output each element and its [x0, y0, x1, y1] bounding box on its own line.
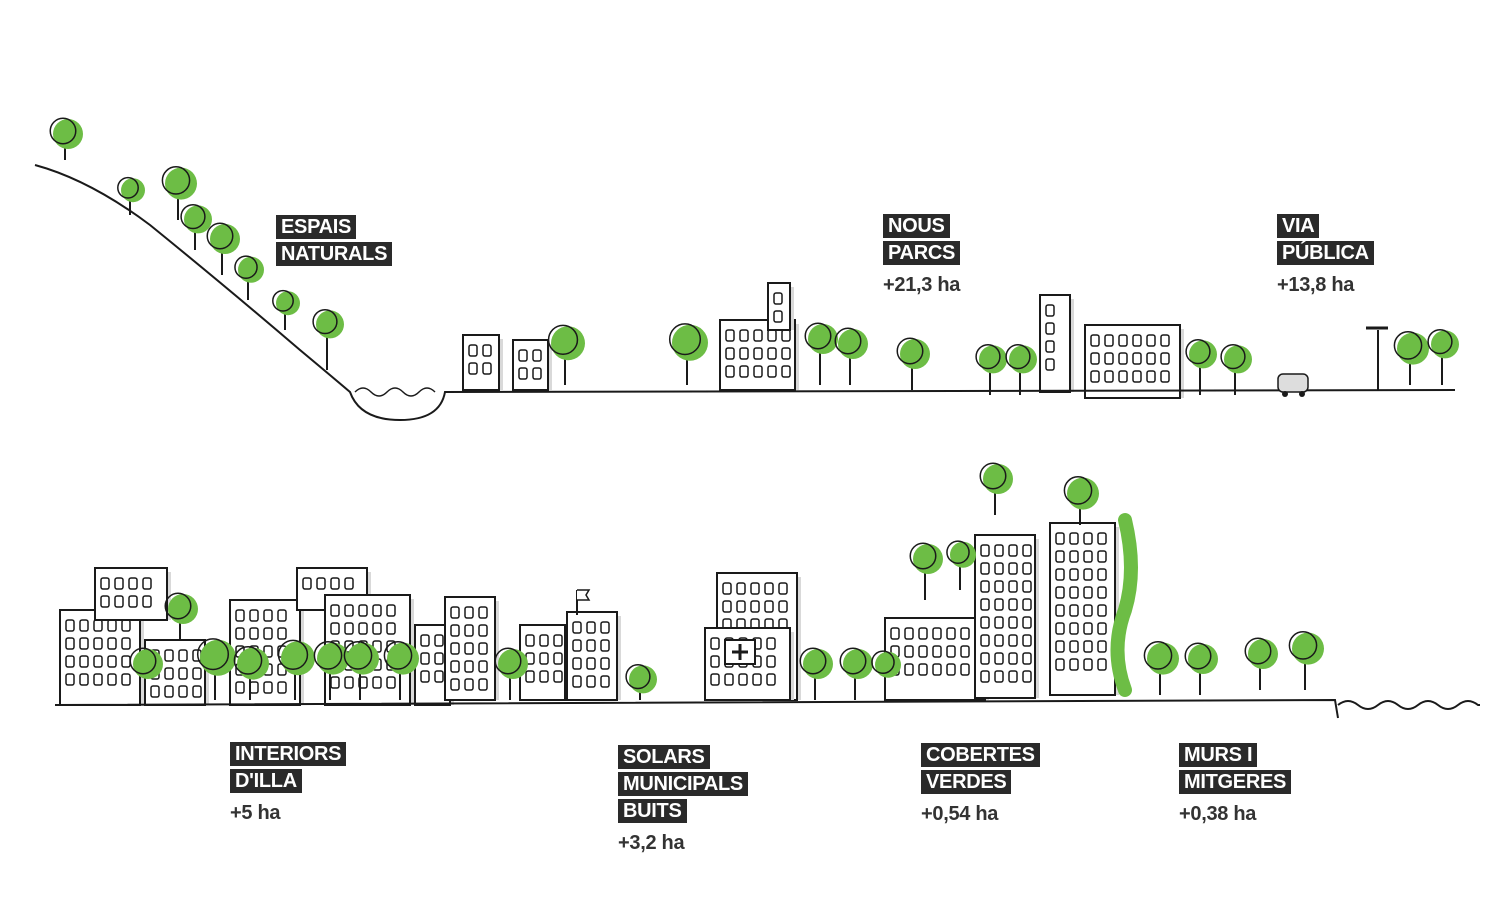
tree — [1184, 642, 1218, 695]
building — [512, 339, 552, 391]
tree — [839, 647, 873, 700]
tree — [206, 222, 240, 275]
tree — [946, 540, 976, 590]
car-icon — [1277, 373, 1309, 397]
building — [566, 611, 621, 701]
label-line: PÚBLICA — [1277, 241, 1374, 265]
medical-cross-icon — [724, 639, 756, 665]
building — [719, 319, 799, 391]
tree — [272, 289, 300, 330]
tree — [799, 647, 833, 700]
tree — [313, 641, 349, 700]
tree — [312, 308, 344, 370]
tree — [979, 462, 1013, 515]
label-line: ESPAIS — [276, 215, 357, 239]
tree — [164, 592, 198, 640]
tree — [1143, 641, 1179, 695]
label-interiors-illa: INTERIORS D'ILLA +5 ha — [230, 742, 347, 825]
label-line: D'ILLA — [230, 769, 302, 793]
building — [1049, 522, 1119, 696]
label-cobertes-verdes: COBERTES VERDES +0,54 ha — [921, 743, 1040, 826]
label-line: BUITS — [618, 799, 687, 823]
tree — [196, 638, 236, 700]
street-lamp-icon — [1366, 326, 1388, 390]
building — [974, 534, 1039, 699]
area-value: +0,38 ha — [1179, 803, 1257, 825]
building — [1039, 294, 1074, 393]
tree — [975, 343, 1007, 395]
trees — [49, 117, 1459, 700]
label-line: PARCS — [883, 241, 961, 265]
tree — [668, 323, 708, 385]
flag-icon — [576, 589, 591, 615]
tree — [1005, 343, 1037, 395]
label-via-publica: VIA PÚBLICA +13,8 ha — [1277, 214, 1374, 297]
tree — [234, 255, 264, 300]
building — [94, 567, 171, 621]
tree — [834, 327, 868, 385]
label-line: NOUS — [883, 214, 950, 238]
label-murs-mitgeres: MURS I MITGERES +0,38 ha — [1179, 743, 1292, 826]
green-wall-vine — [1110, 513, 1138, 697]
label-espais-naturals: ESPAIS NATURALS — [276, 215, 393, 266]
area-value: +5 ha — [230, 802, 281, 824]
building — [767, 282, 794, 331]
label-line: VIA — [1277, 214, 1320, 238]
tree — [896, 337, 930, 390]
tree — [909, 542, 943, 600]
tree — [117, 176, 145, 215]
tree — [871, 650, 901, 700]
buildings — [59, 282, 1184, 706]
label-line: MUNICIPALS — [618, 772, 748, 796]
building — [462, 334, 503, 391]
tree — [494, 647, 528, 700]
tree — [233, 646, 269, 700]
tree — [547, 324, 585, 385]
building — [1084, 324, 1184, 399]
label-solars-municipals: SOLARS MUNICIPALS BUITS +3,2 ha — [618, 745, 748, 855]
tree — [804, 322, 838, 385]
area-value: +3,2 ha — [618, 832, 685, 854]
label-line: NATURALS — [276, 242, 393, 266]
tree — [625, 663, 657, 700]
tree — [343, 641, 379, 700]
tree — [161, 166, 197, 220]
pond-waves — [354, 387, 436, 397]
tree — [277, 639, 315, 700]
area-value: +0,54 ha — [921, 803, 999, 825]
hillside-ground-line — [34, 164, 1456, 422]
tree — [49, 117, 83, 160]
label-line: MITGERES — [1179, 770, 1292, 794]
label-line: SOLARS — [618, 745, 710, 769]
tree — [1427, 328, 1459, 385]
tree — [129, 647, 163, 700]
tree — [1185, 338, 1217, 395]
label-line: MURS I — [1179, 743, 1258, 767]
tree — [1244, 637, 1278, 690]
area-value: +13,8 ha — [1277, 274, 1355, 296]
tree — [1220, 343, 1252, 395]
tree — [383, 641, 419, 700]
tree — [180, 203, 212, 250]
tree — [1393, 331, 1429, 385]
label-line: VERDES — [921, 770, 1012, 794]
label-nous-parcs: NOUS PARCS +21,3 ha — [883, 214, 960, 297]
building — [884, 617, 989, 701]
tree — [1063, 476, 1099, 525]
label-line: INTERIORS — [230, 742, 347, 766]
tree — [1288, 631, 1324, 690]
label-line: COBERTES — [921, 743, 1040, 767]
city-ground-line — [54, 698, 1480, 719]
area-value: +21,3 ha — [883, 274, 961, 296]
building — [444, 596, 499, 701]
